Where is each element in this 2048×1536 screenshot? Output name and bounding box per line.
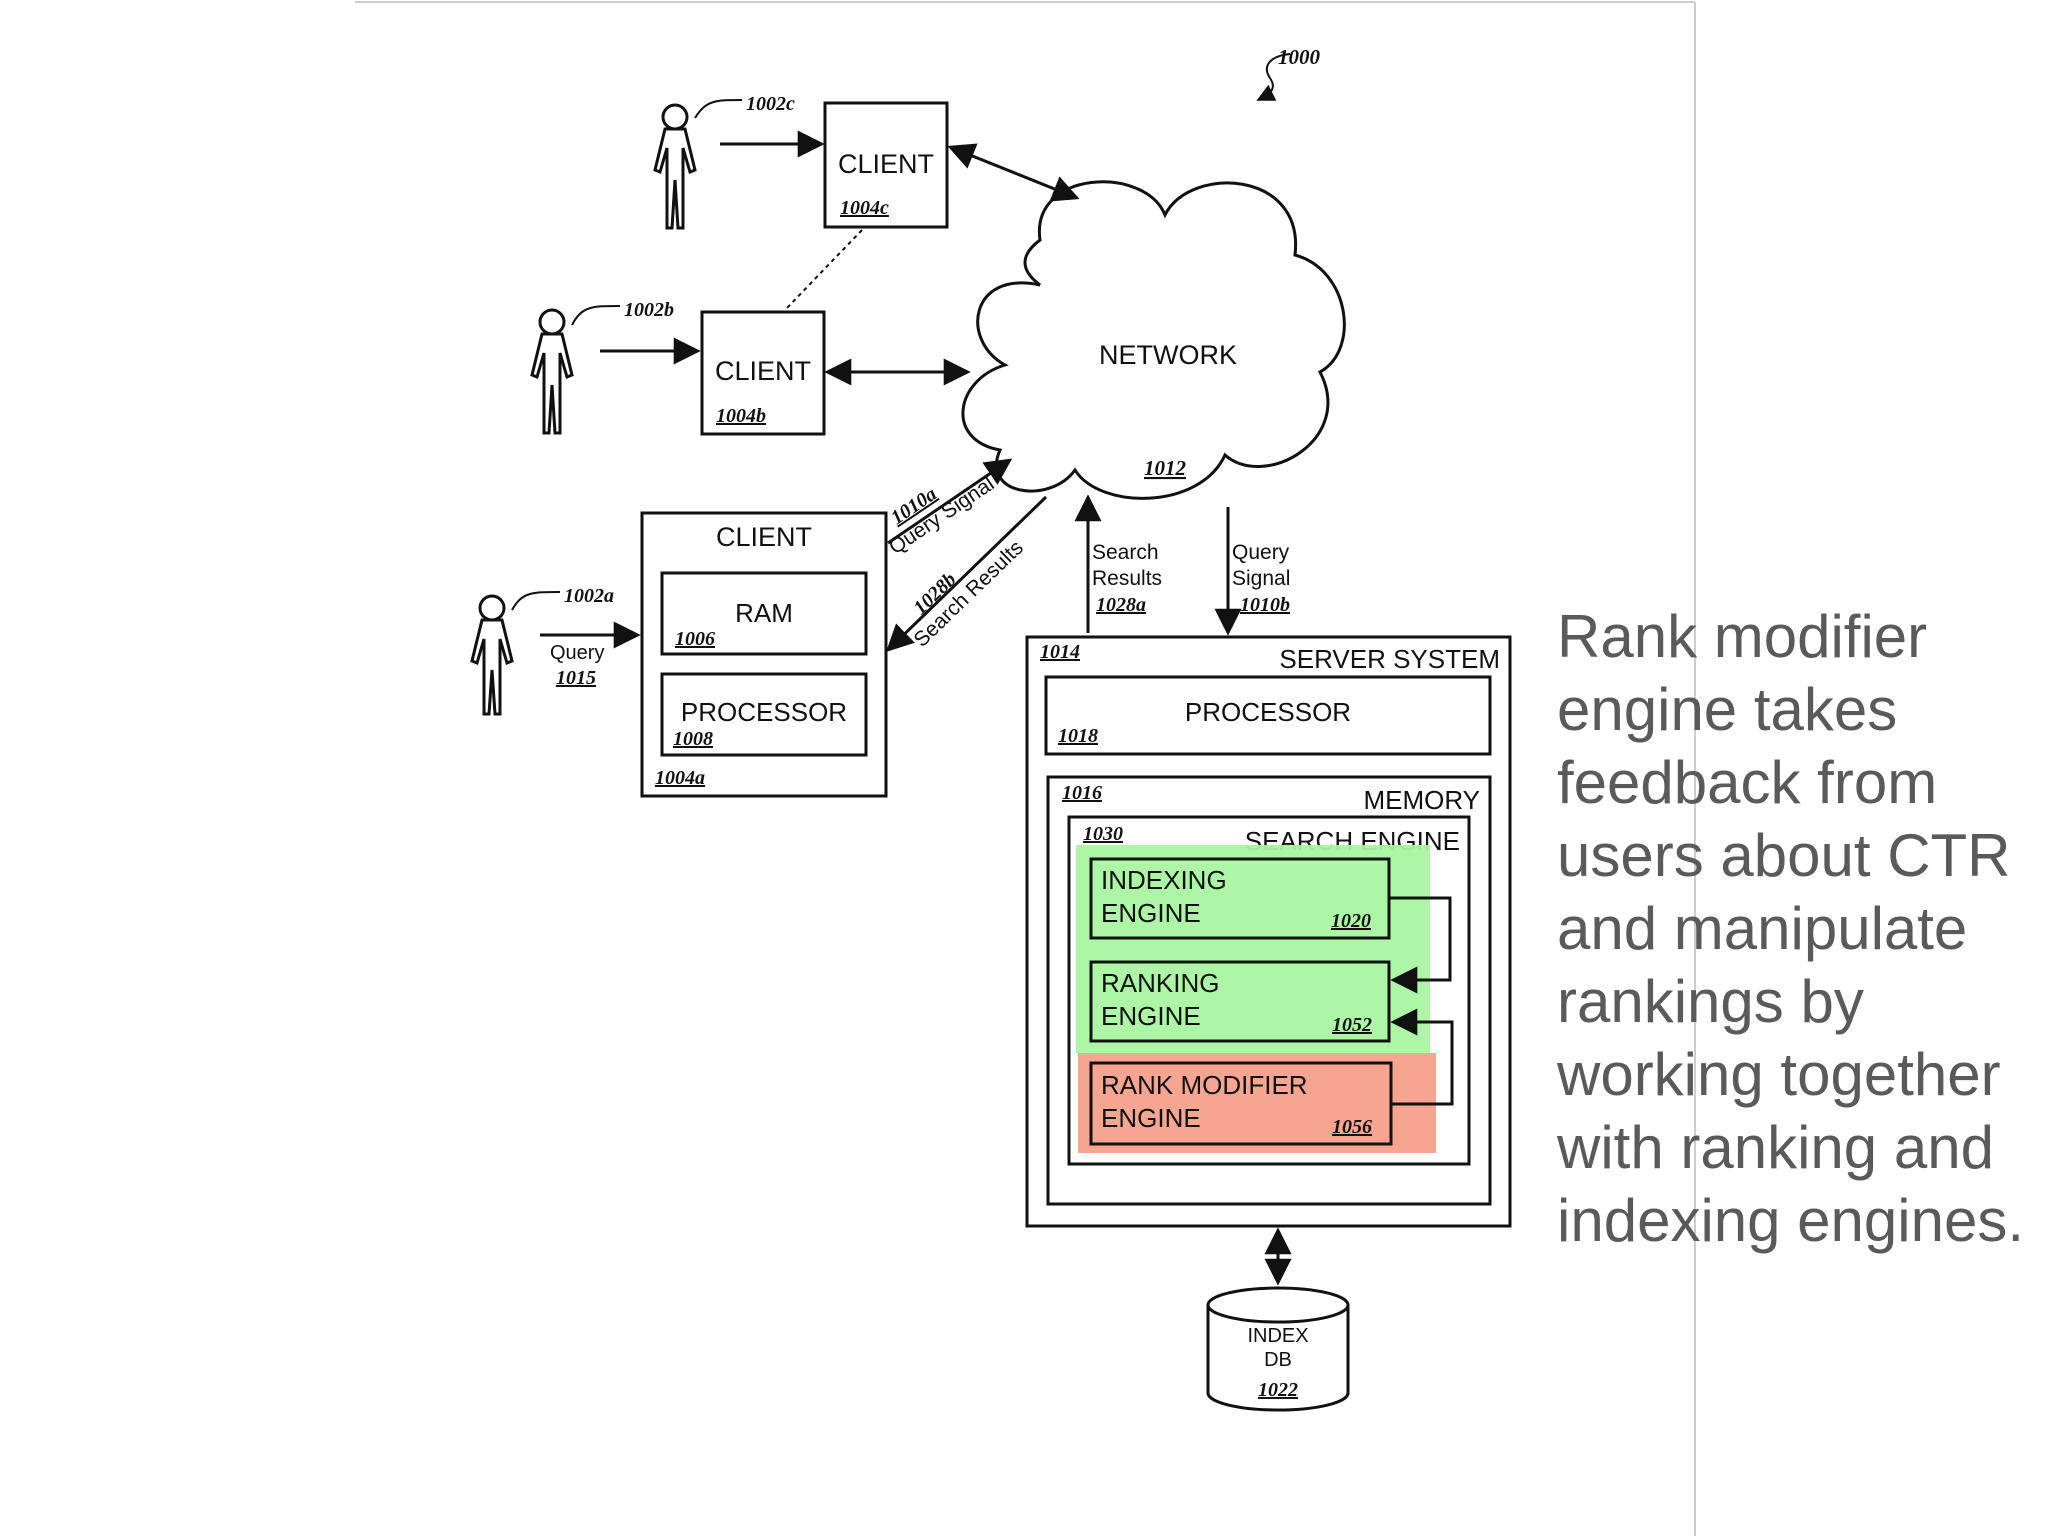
user-c-ref: 1002c xyxy=(746,93,795,115)
search-results-a-line2: Results xyxy=(1092,567,1162,590)
memory-ref: 1016 xyxy=(1062,782,1102,804)
indexing-engine-line1: INDEXING xyxy=(1101,865,1227,895)
client-b-ref: 1004b xyxy=(716,405,766,427)
query-label: Query xyxy=(550,642,604,664)
caption-text: Rank modifier engine takes feedback from… xyxy=(1557,600,2037,1257)
client-processor-label: PROCESSOR xyxy=(681,697,847,727)
search-results-a-line1: Search xyxy=(1092,541,1159,564)
query-signal-b-ref: 1010b xyxy=(1240,594,1290,616)
user-c-icon xyxy=(655,105,695,228)
user-c-leader xyxy=(695,100,742,118)
user-a-icon xyxy=(472,596,512,714)
index-db-line1: INDEX xyxy=(1247,1325,1308,1347)
user-b-icon xyxy=(532,310,572,433)
ranking-engine-line1: RANKING xyxy=(1101,968,1219,998)
index-db-ref: 1022 xyxy=(1258,1379,1298,1401)
ram-ref: 1006 xyxy=(675,628,715,650)
search-engine-ref: 1030 xyxy=(1083,823,1123,845)
rank-modifier-engine-line1: RANK MODIFIER xyxy=(1101,1070,1308,1100)
user-b-leader xyxy=(572,306,620,325)
client-c-network-arrow xyxy=(950,147,1077,198)
client-c-label: CLIENT xyxy=(838,149,934,179)
client-c-ref: 1004c xyxy=(840,197,889,219)
server-processor-label: PROCESSOR xyxy=(1185,697,1351,727)
query-ref: 1015 xyxy=(556,667,596,689)
server-system-label: SERVER SYSTEM xyxy=(1279,644,1500,674)
ranking-engine-ref: 1052 xyxy=(1332,1014,1372,1036)
memory-label: MEMORY xyxy=(1363,785,1480,815)
server-system-ref: 1014 xyxy=(1040,641,1080,663)
user-b-ref: 1002b xyxy=(624,299,674,321)
client-b-label: CLIENT xyxy=(715,356,811,386)
figure-ref: 1000 xyxy=(1278,45,1321,69)
user-a-leader xyxy=(512,592,560,610)
client-dotted-link xyxy=(785,230,862,310)
ram-label: RAM xyxy=(735,598,793,628)
rank-modifier-engine-line2: ENGINE xyxy=(1101,1103,1201,1133)
search-results-a-ref: 1028a xyxy=(1096,594,1146,616)
index-db-line2: DB xyxy=(1264,1349,1292,1371)
network-ref: 1012 xyxy=(1144,456,1187,480)
user-a-ref: 1002a xyxy=(564,585,614,607)
indexing-engine-ref: 1020 xyxy=(1331,910,1371,932)
client-a-label: CLIENT xyxy=(716,522,812,552)
client-processor-ref: 1008 xyxy=(673,728,713,750)
query-signal-b-line1: Query xyxy=(1232,541,1290,564)
client-a-ref: 1004a xyxy=(655,767,705,789)
query-signal-b-line2: Signal xyxy=(1232,567,1290,590)
server-processor-ref: 1018 xyxy=(1058,725,1098,747)
indexing-engine-line2: ENGINE xyxy=(1101,898,1201,928)
network-label: NETWORK xyxy=(1099,340,1237,370)
ranking-engine-line2: ENGINE xyxy=(1101,1001,1201,1031)
rank-modifier-engine-ref: 1056 xyxy=(1332,1116,1372,1138)
